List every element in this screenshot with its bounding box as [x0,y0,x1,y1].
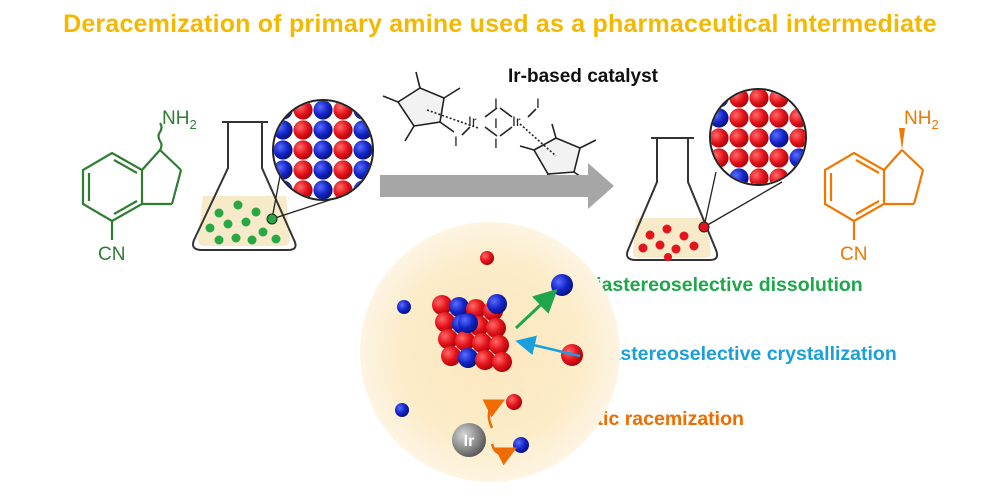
ir-catalyst-sphere: Ir [452,423,486,457]
product-particles [638,224,699,261]
racemic-crystal-zoom [272,99,374,201]
red-enantiomer [729,128,749,148]
red-enantiomer [293,160,313,180]
iodide-top: I [494,95,498,111]
blue-enantiomer [789,148,805,168]
red-enantiomer [769,168,789,184]
dissolution-arrow [514,288,558,330]
product-amine-label: NH2 [904,108,939,132]
blue-enantiomer [769,128,789,148]
blue-enantiomer [458,313,478,333]
red-enantiomer [333,120,353,140]
red-enantiomer [441,346,461,366]
red-enantiomer [333,160,353,180]
free-molecules [395,251,583,453]
red-enantiomer [749,90,769,108]
racemization-arrow-down [490,443,517,466]
product-flask [626,137,719,261]
blue-enantiomer [313,101,333,120]
iodide-right: I [536,95,540,111]
svg-text:Ir: Ir [464,433,475,450]
blue-enantiomer [274,140,293,160]
product-nitrile-label: CN [840,244,867,265]
iodide-left: I [454,133,458,149]
red-enantiomer [438,329,458,349]
blue-enantiomer [313,140,333,160]
ir-catalyst-structure [382,71,597,191]
iodide-bottom: I [494,135,498,151]
dissolution-label: Diastereoselective dissolution [582,274,863,296]
iodide-mid: I [494,115,498,131]
blue-enantiomer [487,294,507,314]
red-enantiomer [475,350,495,370]
red-enantiomer [789,128,805,148]
red-enantiomer [455,331,475,351]
enantiopure-crystal-zoom [709,88,807,186]
racemization-arrow-up [482,399,505,429]
red-enantiomer [293,140,313,160]
blue-enantiomer [353,180,372,199]
red-enantiomer [769,148,789,168]
blue-enantiomer [711,90,729,108]
red-enantiomer [492,352,512,372]
blue-enantiomer [313,160,333,180]
blue-enantiomer [353,140,372,160]
red-enantiomer [749,108,769,128]
reactant-amine-label: NH2 [162,108,197,132]
blue-enantiomer [449,297,469,317]
red-enantiomer [293,120,313,140]
red-enantiomer [749,148,769,168]
blue-enantiomer [313,120,333,140]
ir-atom-1: Ir [468,113,477,129]
zoom-line [271,175,281,220]
reaction-arrow [380,163,614,209]
blue-enantiomer [458,348,478,368]
red-enantiomer [489,335,509,355]
red-enantiomer [486,318,506,338]
product-molecule [823,128,925,240]
blue-enantiomer [274,101,293,120]
red-enantiomer [769,108,789,128]
red-enantiomer [749,128,769,148]
blue-enantiomer [313,180,333,199]
red-enantiomer [333,140,353,160]
red-enantiomer [729,108,749,128]
crystallization-arrow [515,335,581,358]
zoom-line [703,171,717,228]
page-title: Deracemization of primary amine used as … [63,10,937,38]
zoom-line [703,181,783,228]
red-enantiomer [749,168,769,184]
crystal-cluster [432,294,512,372]
ir-atom-2: Ir [512,113,521,129]
red-enantiomer [435,312,455,332]
red-enantiomer [472,333,492,353]
red-enantiomer [432,295,452,315]
red-enantiomer [729,148,749,168]
red-enantiomer [711,128,729,148]
dissolving-molecule [551,274,573,296]
crystallization-label: Diastereoselective crystallization [590,343,897,365]
reactant-molecule [81,122,183,240]
blue-enantiomer [353,101,372,120]
catalyst-label: Ir-based catalyst [508,66,658,87]
reactant-nitrile-label: CN [98,244,125,265]
